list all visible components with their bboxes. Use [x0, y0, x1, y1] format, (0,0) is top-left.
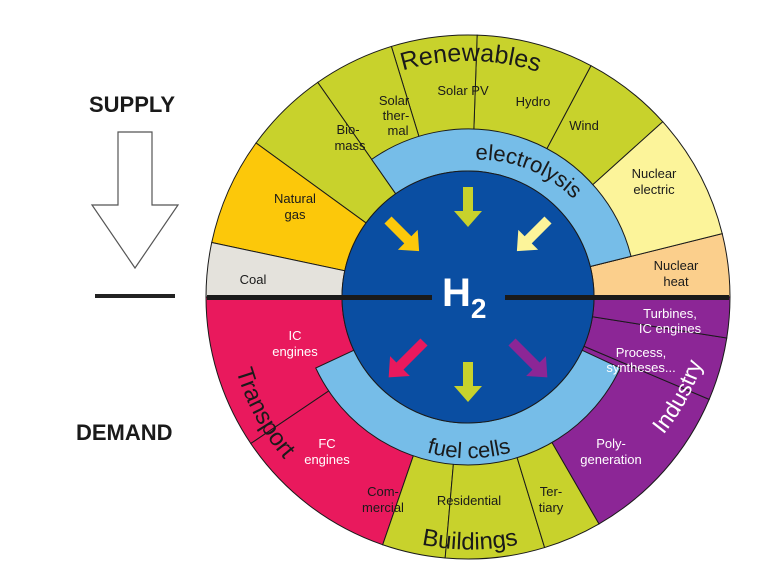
- arrow-in-nuclear-icon: [516, 216, 552, 252]
- coal-label: Coal: [240, 272, 267, 287]
- tertiary-label: Ter-tiary: [539, 484, 564, 515]
- arrow-in-fossil-icon: [384, 216, 420, 252]
- h2-label: H2: [442, 271, 486, 324]
- supply-demand-divider: [95, 294, 175, 298]
- wind-label: Wind: [569, 118, 599, 133]
- polygeneration-label: Poly-generation: [580, 436, 641, 467]
- supply-arrow-icon: [90, 131, 180, 270]
- biomass-label: Bio-mass: [334, 122, 366, 153]
- commercial-label: Com-mercial: [362, 484, 404, 515]
- demand-label: DEMAND: [76, 420, 173, 445]
- residential-label: Residential: [437, 493, 501, 508]
- core-arrows: [384, 187, 552, 402]
- arrow-down-buildings-icon: [454, 362, 482, 402]
- arrow-out-transport-icon: [388, 338, 428, 378]
- arrow-out-industry-icon: [508, 338, 548, 378]
- solar-pv-label: Solar PV: [437, 83, 489, 98]
- arrow-down-renewables-icon: [454, 187, 482, 227]
- supply-label: SUPPLY: [89, 92, 176, 117]
- hydro-label: Hydro: [516, 94, 551, 109]
- turbines-label: Turbines,IC engines: [639, 306, 702, 336]
- process-label: Process,syntheses...: [606, 345, 675, 375]
- buildings-title: Buildings: [421, 524, 520, 556]
